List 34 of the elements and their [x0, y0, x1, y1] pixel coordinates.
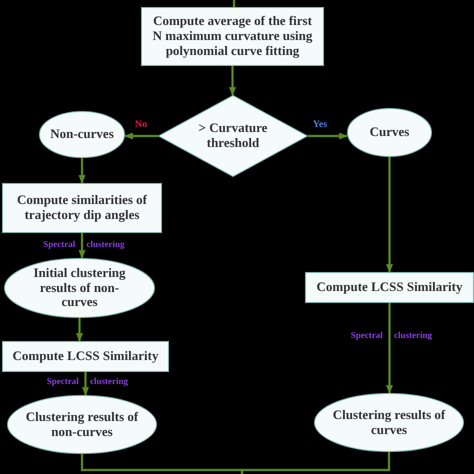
edge-label: Yes: [312, 118, 328, 130]
node-text: Clustering results of non-curves: [24, 410, 140, 440]
process-box: [2, 183, 162, 233]
node-text: Compute LCSS Similarity: [316, 280, 464, 295]
arrow: [386, 157, 394, 273]
arrow: [308, 132, 348, 140]
arrow: [78, 233, 86, 259]
edge-label: Spectral clustering: [350, 330, 432, 340]
terminal-ellipse: [39, 111, 125, 158]
edge-label: Spectral clustering: [43, 239, 124, 249]
node-text: Curves: [368, 125, 410, 140]
arrow: [76, 318, 84, 342]
arrow: [386, 303, 394, 394]
result-ellipse: [7, 395, 157, 454]
node-text: Compute average of the first N maximum curvature using polynomial curve fitting: [152, 14, 314, 59]
arrow: [78, 158, 86, 184]
terminal-ellipse: [347, 108, 432, 157]
result-ellipse: [4, 258, 155, 318]
process-box: [2, 341, 169, 372]
arrow: [124, 132, 158, 140]
node-text: Clustering results of curves: [332, 408, 446, 438]
process-box: [305, 272, 474, 303]
arrow: [82, 372, 90, 396]
node-text: > Curvature threshold: [198, 121, 268, 151]
arrow: [228, 66, 236, 96]
node-text: Compute similarities of trajectory dip angles: [16, 193, 148, 223]
node-text: Compute LCSS Similarity: [12, 349, 160, 364]
decision-diamond: [158, 95, 308, 177]
process-box: [141, 7, 324, 66]
node-text: Initial clustering results of non-curves: [32, 266, 127, 310]
node-text: Non-curves: [49, 127, 115, 142]
edge-label: No: [134, 118, 148, 130]
edge-label: Spectral clustering: [46, 376, 128, 386]
result-ellipse: [314, 393, 464, 452]
